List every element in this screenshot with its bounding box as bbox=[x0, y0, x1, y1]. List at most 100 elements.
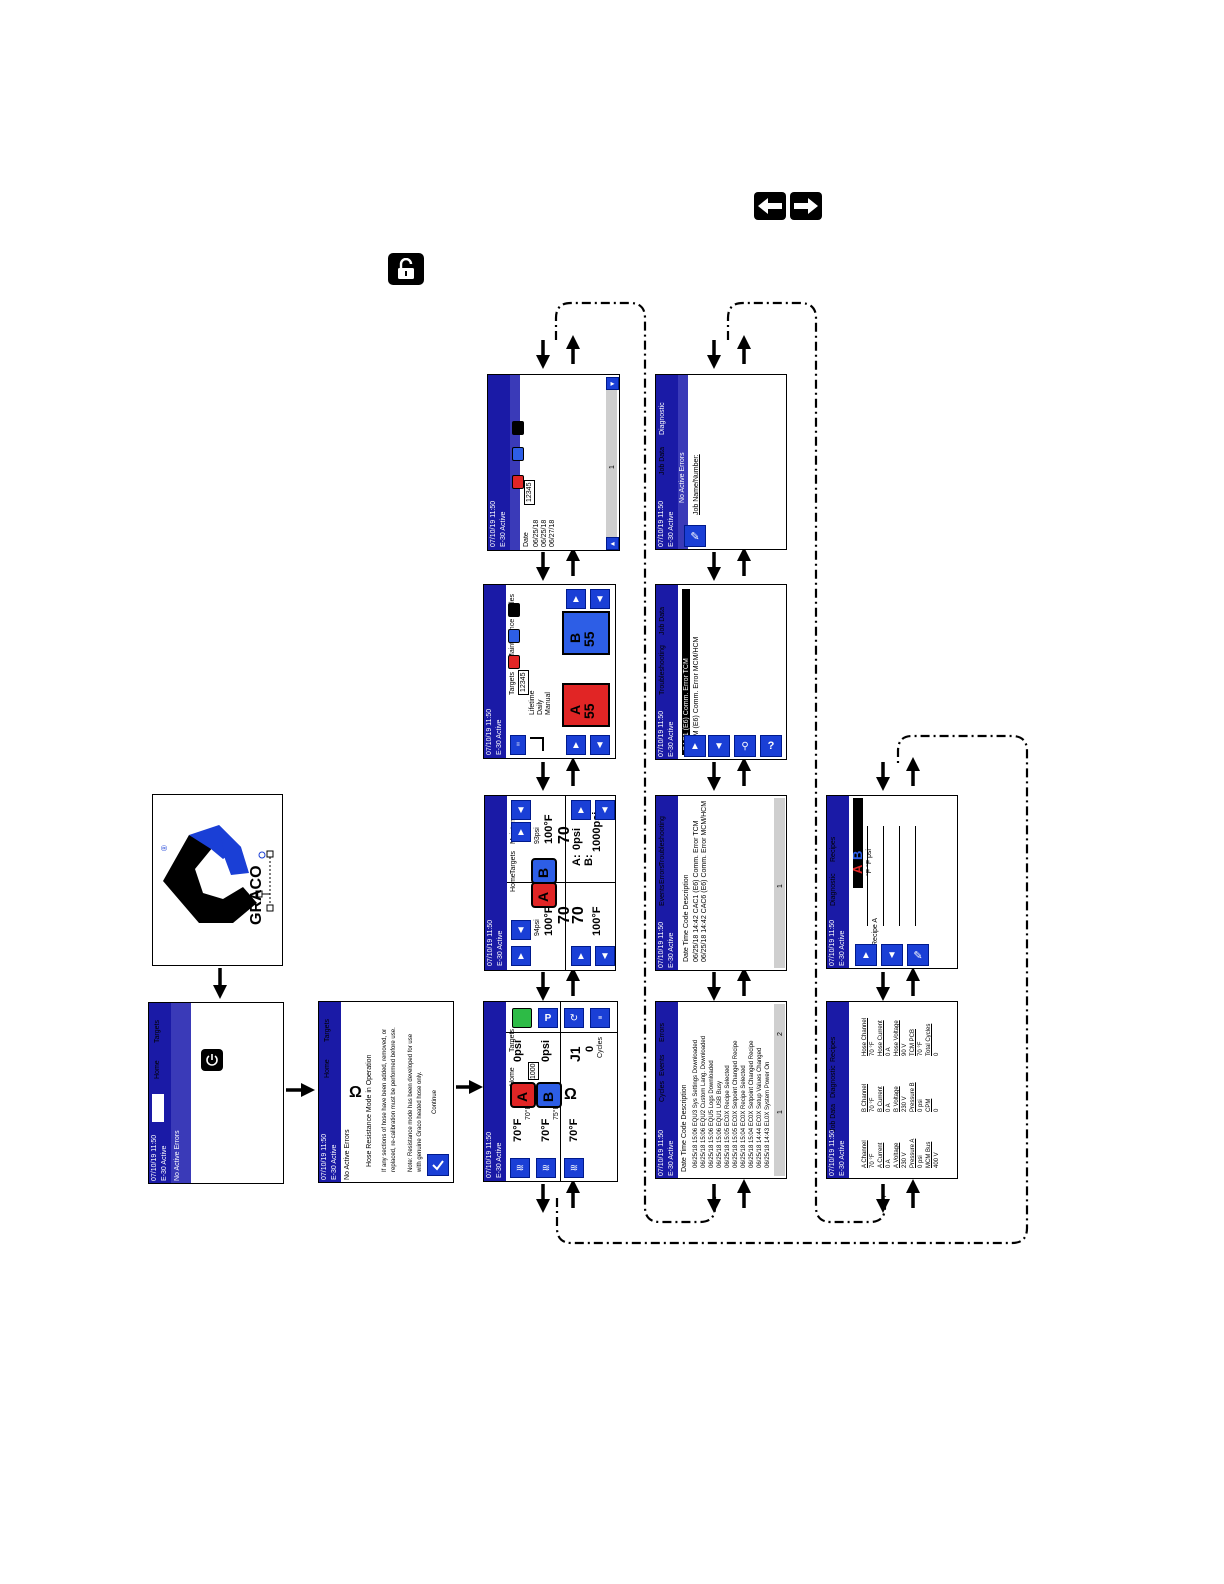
status-active: E-30 Active bbox=[496, 1142, 503, 1178]
tab-label-troubleshooting: Troubleshooting bbox=[659, 816, 666, 866]
down-button[interactable]: ▼ bbox=[881, 944, 903, 966]
status-datetime: 07/10/19 11:50 bbox=[658, 1129, 665, 1176]
set-psi: 1000 bbox=[528, 1062, 539, 1080]
start-icon[interactable] bbox=[512, 1008, 532, 1028]
reset-button[interactable]: ≡ bbox=[510, 735, 526, 755]
status-errors: No Active Errors bbox=[174, 1130, 181, 1181]
target-button[interactable]: ≡ bbox=[590, 1008, 610, 1028]
page-number: 1 bbox=[777, 1110, 784, 1114]
edit-job-button[interactable]: ✎ bbox=[684, 525, 706, 547]
a-badge: A bbox=[531, 882, 557, 908]
tab-label-errors: Errors bbox=[659, 864, 666, 884]
page-left-button[interactable]: ◂ bbox=[606, 537, 619, 550]
a-badge: A bbox=[510, 1082, 536, 1108]
tab-label-targets: Targets bbox=[154, 1020, 161, 1043]
page-right-button[interactable]: ▸ bbox=[606, 377, 619, 390]
b-badge-label: B bbox=[535, 867, 551, 878]
b-up-button[interactable]: ▲ bbox=[566, 589, 586, 609]
status-datetime: 07/10/19 11:50 bbox=[829, 919, 836, 966]
hose-heat-button[interactable]: ≋ bbox=[564, 1158, 584, 1178]
b-temp-down-button[interactable]: ▲ bbox=[511, 822, 531, 842]
tab-label-diagnostic: Diagnostic bbox=[659, 402, 666, 435]
power-icon[interactable] bbox=[201, 1049, 223, 1071]
cycles-code: 12345 bbox=[524, 479, 535, 505]
tab-label-diagnostic: Diagnostic bbox=[830, 1065, 837, 1098]
status-datetime: 07/10/19 11:50 bbox=[658, 500, 665, 547]
b-ratio: B: bbox=[583, 854, 595, 866]
pressure-down-button[interactable]: ▲ bbox=[571, 800, 591, 820]
troubleshooting-screen: 07/10/19 11:50 E-30 Active Troubleshooti… bbox=[655, 584, 787, 760]
a-temp-down-button[interactable]: ▲ bbox=[511, 946, 531, 966]
events-list: 06/25/18 15:06 EQU3 Sys Settings Downloa… bbox=[686, 1002, 776, 1178]
a-tile-label: A bbox=[567, 704, 583, 715]
status-datetime: 07/10/19 11:50 bbox=[486, 708, 493, 755]
status-datetime: 07/10/19 11:50 bbox=[490, 500, 497, 547]
a-ratio: A: bbox=[571, 854, 583, 866]
trouble-entry-2[interactable]: CACM (E6) Comm. Error MCM/HCM bbox=[693, 636, 700, 751]
errors-header: Date Time Code Description bbox=[683, 874, 690, 962]
status-active: E-30 Active bbox=[839, 930, 846, 966]
a-temp-up-button[interactable]: ▼ bbox=[511, 920, 531, 940]
status-errors: No Active Errors bbox=[679, 452, 686, 503]
tab-label-recipes: Recipes bbox=[830, 1036, 837, 1062]
date-header: Date bbox=[523, 532, 530, 547]
b-tile: B 55 bbox=[562, 611, 610, 655]
status-datetime: 07/10/19 11:50 bbox=[321, 1133, 328, 1180]
maint-code: 12345 bbox=[518, 669, 529, 695]
up-button[interactable]: ▲ bbox=[684, 735, 706, 757]
pressure-up-button[interactable]: ▼ bbox=[595, 800, 615, 820]
page-number-2: 2 bbox=[777, 1032, 784, 1036]
help-button[interactable]: ? bbox=[760, 735, 782, 757]
a-heat-button[interactable]: ≋ bbox=[510, 1158, 530, 1178]
edit-recipe-button[interactable]: ✎ bbox=[907, 944, 929, 966]
a-drum-icon bbox=[512, 475, 524, 489]
up-button[interactable]: ▲ bbox=[855, 944, 877, 966]
status-errors: No Active Errors bbox=[344, 1129, 351, 1180]
tab-label-cycles: Cycles bbox=[659, 1080, 666, 1102]
b-temp-up-button[interactable]: ▼ bbox=[511, 800, 531, 820]
status-datetime: 07/10/19 11:50 bbox=[658, 710, 665, 757]
row-manual: Manual bbox=[545, 692, 552, 715]
b-drum-icon bbox=[508, 629, 520, 643]
b-badge: B bbox=[531, 858, 557, 884]
dialog-title: Hose Resistance Mode in Operation bbox=[366, 1054, 373, 1167]
b-psi: 0psi bbox=[540, 1039, 552, 1062]
ab-drum-icon bbox=[512, 421, 524, 435]
a-up-button[interactable]: ▲ bbox=[566, 735, 586, 755]
tab-label-troubleshooting: Troubleshooting bbox=[659, 645, 666, 695]
power-screen: 07/10/19 11:50 E-30 Active No Active Err… bbox=[148, 1002, 284, 1184]
down-button[interactable]: ▼ bbox=[708, 735, 730, 757]
hose-set: 100°F bbox=[591, 906, 603, 936]
targets-screen: 07/10/19 11:50 E-30 Active Home Targets … bbox=[484, 795, 616, 971]
hose-temp: 70°F bbox=[568, 1118, 580, 1142]
refresh-icon[interactable]: ↻ bbox=[564, 1008, 584, 1028]
status-datetime: 07/10/19 11:50 bbox=[829, 1129, 836, 1176]
hose-down-button[interactable]: ▲ bbox=[571, 946, 591, 966]
status-active: E-30 Active bbox=[839, 1140, 846, 1176]
cycles-label: Cycles bbox=[597, 1036, 604, 1058]
b-heat-button[interactable]: ≋ bbox=[536, 1158, 556, 1178]
tab-label-targets: Targets bbox=[510, 851, 517, 874]
brand-name: GRACO bbox=[248, 865, 265, 925]
tab-label-job-data: Job Data bbox=[659, 606, 666, 635]
status-datetime: 07/10/19 11:50 bbox=[486, 1131, 493, 1178]
a-pressure: 94psi bbox=[534, 919, 541, 936]
status-datetime: 07/10/19 11:50 bbox=[151, 1134, 158, 1181]
tab-label-events: Events bbox=[659, 1054, 666, 1076]
zoom-button[interactable]: ⚲ bbox=[734, 735, 756, 757]
b-badge-label: B bbox=[540, 1091, 556, 1102]
b-temp: 70°F bbox=[540, 1118, 552, 1142]
status-active: E-30 Active bbox=[161, 1145, 168, 1181]
status-datetime: 07/10/19 11:50 bbox=[487, 919, 494, 966]
b-down-button[interactable]: ▼ bbox=[590, 589, 610, 609]
status-active: E-30 Active bbox=[331, 1144, 338, 1180]
b-tile-value: 55 bbox=[581, 631, 597, 647]
a-down-button[interactable]: ▼ bbox=[590, 735, 610, 755]
a-psi: 0psi bbox=[512, 1039, 524, 1062]
hose-up-button[interactable]: ▼ bbox=[595, 946, 615, 966]
park-icon[interactable]: P bbox=[538, 1008, 558, 1028]
continue-button[interactable] bbox=[427, 1154, 449, 1176]
diagnostic-cell: 0 bbox=[934, 1108, 940, 1112]
tab-job-data[interactable] bbox=[151, 1093, 165, 1123]
status-active: E-30 Active bbox=[496, 719, 503, 755]
